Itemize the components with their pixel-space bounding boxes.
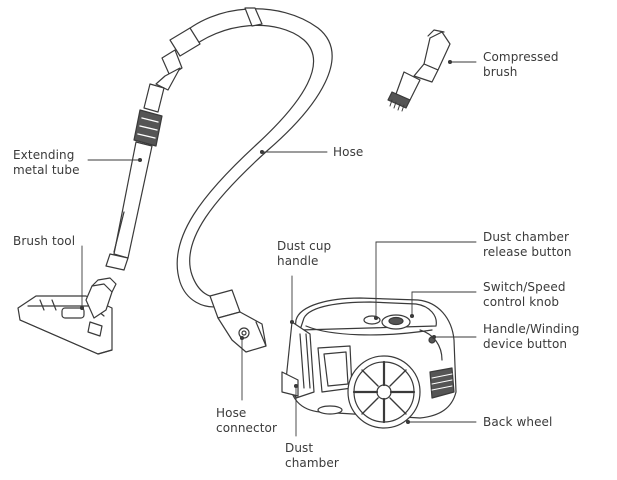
label-hose-connector: Hose connector bbox=[216, 406, 278, 435]
label-back-wheel: Back wheel bbox=[483, 415, 553, 429]
brush-tool-illustration bbox=[17, 277, 117, 355]
vacuum-body-illustration bbox=[281, 297, 457, 429]
label-brush-tool: Brush tool bbox=[13, 234, 76, 248]
label-dust-cup-handle: Dust cup handle bbox=[277, 239, 332, 268]
metal-tube-illustration bbox=[105, 83, 165, 271]
label-extending-metal-tube: Extending metal tube bbox=[13, 148, 80, 177]
label-dust-chamber-release-button: Dust chamber release button bbox=[483, 230, 572, 259]
leader-lines bbox=[79, 59, 477, 437]
label-dust-chamber: Dust chamber bbox=[285, 441, 339, 470]
label-compressed-brush: Compressed brush bbox=[483, 50, 559, 79]
hose-illustration bbox=[155, 7, 333, 353]
label-handle-winding-device-button: Handle/Winding device button bbox=[483, 322, 580, 351]
label-switch-speed-control-knob: Switch/Speed control knob bbox=[483, 280, 566, 309]
label-hose: Hose bbox=[333, 145, 364, 159]
compressed-brush-illustration bbox=[387, 29, 451, 112]
